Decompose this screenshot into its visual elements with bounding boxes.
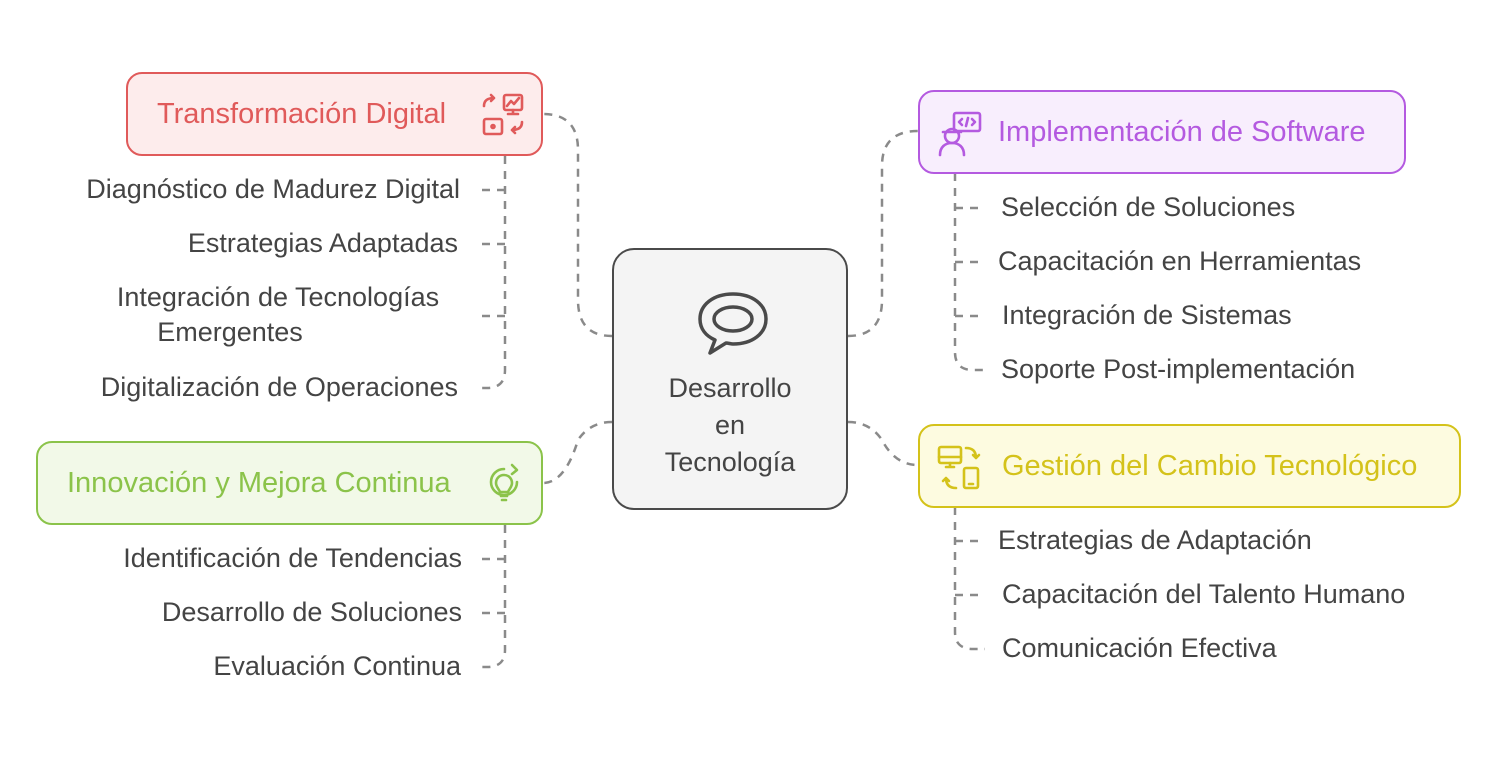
item-label: Evaluación Continua [213,651,461,681]
device-sync-icon [937,445,981,490]
lightbulb-refresh-icon [489,463,519,502]
branch-title: Gestión del Cambio Tecnológico [1002,450,1418,482]
item-label: Capacitación del Talento Humano [1002,579,1406,609]
item-transformacion: Estrategias Adaptadas [188,226,458,261]
item-label: Desarrollo de Soluciones [161,597,462,627]
branch-title: Transformación Digital [157,98,447,130]
connector-implementacion [847,129,919,338]
item-label: Diagnóstico de Madurez Digital [86,174,460,204]
item-label: Estrategias de Adaptación [998,525,1312,555]
item-implementacion: Selección de Soluciones [1001,190,1295,225]
connector-transformacion-items [478,156,507,390]
item-label: Identificación de Tendencias [123,543,462,573]
connector-gestion-items [953,507,985,651]
item-transformacion: Diagnóstico de Madurez Digital [86,172,460,207]
item-innovacion: Desarrollo de Soluciones [162,595,462,630]
item-innovacion: Identificación de Tendencias [123,541,462,576]
item-label: Digitalización de Operaciones [100,372,458,402]
item-label: Selección de Soluciones [1001,192,1296,222]
item-label: Comunicación Efectiva [1002,633,1277,663]
connector-gestion [847,420,919,467]
item-implementacion: Capacitación en Herramientas [998,244,1361,279]
central-topic-line: en [714,410,746,440]
branch-title: Implementación de Software [998,116,1366,148]
branch-transformacion-digital[interactable]: Transformación Digital [126,72,543,156]
speech-bubble-icon [698,292,768,355]
connector-transformacion [542,112,613,338]
item-gestion: Capacitación del Talento Humano [1002,577,1405,612]
developer-code-icon [938,111,982,157]
item-label: Integración de Sistemas [1002,300,1292,330]
connector-innovacion [542,420,613,485]
item-implementacion: Soporte Post-implementación [1001,352,1355,387]
item-innovacion: Evaluación Continua [213,649,461,684]
item-label: Soporte Post-implementación [1001,354,1356,384]
branch-implementacion-software[interactable]: Implementación de Software [918,90,1406,174]
item-label: Estrategias Adaptadas [187,228,458,258]
central-topic-label: Desarrollo en Tecnología [614,370,846,481]
connector-innovacion-items [478,525,507,669]
item-implementacion: Integración de Sistemas [1002,298,1292,333]
branch-title: Innovación y Mejora Continua [67,467,451,499]
item-gestion: Estrategias de Adaptación [998,523,1312,558]
branch-gestion-cambio-tecnologico[interactable]: Gestión del Cambio Tecnológico [918,424,1461,508]
item-label: Capacitación en Herramientas [998,246,1362,276]
central-topic-line: Desarrollo [668,373,792,403]
central-topic-line: Tecnología [664,447,796,477]
branch-innovacion-mejora-continua[interactable]: Innovación y Mejora Continua [36,441,543,525]
item-transformacion: Digitalización de Operaciones [101,370,458,405]
central-topic-node: Desarrollo en Tecnología [612,248,848,510]
item-gestion: Comunicación Efectiva [1002,631,1277,666]
connector-implementacion-items [953,173,985,372]
item-label: Integración de Tecnologías [116,282,440,312]
digital-transform-icon [482,93,524,136]
item-label: Emergentes [157,317,303,347]
item-transformacion: Integración de Tecnologías Emergentes [97,280,459,350]
